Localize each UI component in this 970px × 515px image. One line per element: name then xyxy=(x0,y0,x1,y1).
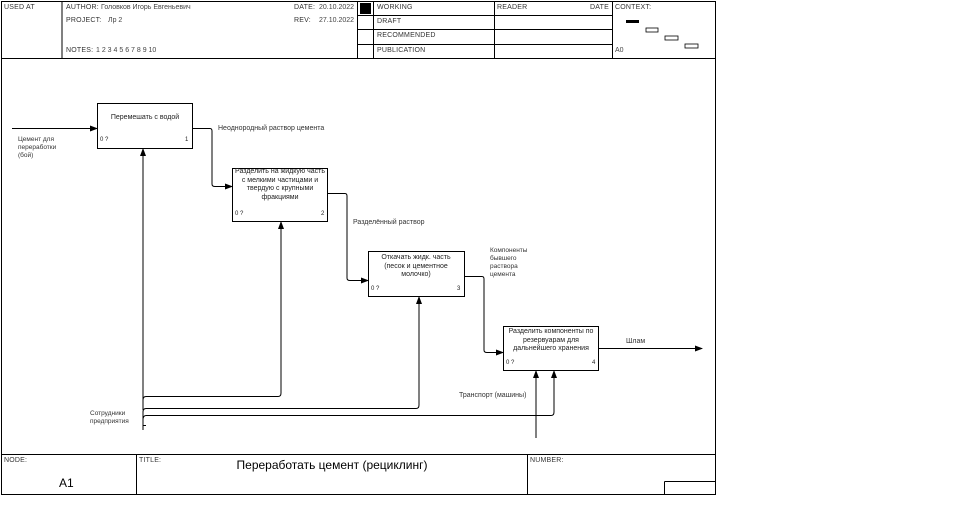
number-label: NUMBER: xyxy=(530,457,564,464)
title-label: TITLE: xyxy=(139,457,162,464)
arrow-2-3 xyxy=(328,193,369,284)
project-label: PROJECT: xyxy=(66,17,102,24)
arrow-1-2 xyxy=(193,128,233,190)
context-box-active xyxy=(626,20,639,23)
author-label: AUTHOR: xyxy=(66,4,99,11)
box-1-number: 1 xyxy=(185,137,189,143)
mech-staff-label: Сотрудники предприятия xyxy=(90,410,129,425)
author-value: Головков Игорь Евгеньевич xyxy=(101,4,191,11)
rev-value: 27.10.2022 xyxy=(319,17,355,24)
output-label: Шлам xyxy=(626,338,646,345)
used-at-label: USED AT xyxy=(4,4,35,11)
status-recommended: RECOMMENDED xyxy=(377,32,436,39)
input-label: Цемент для переработки (бой) xyxy=(18,136,57,159)
box-2-label: Разделить на жидкую часть с мелкими част… xyxy=(235,168,325,201)
activity-box-1 xyxy=(97,103,193,149)
notes-value: 1 2 3 4 5 6 7 8 9 10 xyxy=(96,47,157,54)
box-3-number: 3 xyxy=(457,286,461,292)
context-label: CONTEXT: xyxy=(615,4,652,11)
date-value: 20.10.2022 xyxy=(319,4,355,11)
node-value: A1 xyxy=(59,476,74,490)
notes-label: NOTES: xyxy=(66,47,94,54)
box-4-number: 4 xyxy=(592,360,596,366)
reader-date-label: DATE xyxy=(590,4,609,11)
rev-label: REV: xyxy=(294,17,311,24)
arrow-3-4 xyxy=(465,276,504,356)
box-4-cost: 0 ? xyxy=(506,360,515,366)
box-3-label: Откачать жидк. часть (песок и цементное … xyxy=(381,254,451,278)
box-1-cost: 0 ? xyxy=(100,137,109,143)
box-1-label: Перемешать с водой xyxy=(110,114,180,121)
arrow-1-2-label: Неоднородный раствор цемента xyxy=(218,125,325,132)
arrow-3-4-label: Компоненты бывшего раствора цемента xyxy=(490,247,528,278)
mech-transport-label: Транспорт (машины) xyxy=(459,392,527,399)
status-working: WORKING xyxy=(377,4,413,11)
box-2-number: 2 xyxy=(321,211,325,217)
box-4-label: Разделить компоненты по резервуарам для … xyxy=(508,328,594,352)
diagram-title: Переработать цемент (рециклинг) xyxy=(236,458,428,472)
arrow-2-3-label: Разделённый раствор xyxy=(353,219,425,226)
reader-label: READER xyxy=(497,4,528,11)
date-label: DATE: xyxy=(294,4,316,11)
status-draft: DRAFT xyxy=(377,18,402,25)
node-label: NODE: xyxy=(4,457,28,464)
context-node: A0 xyxy=(615,47,624,54)
box-3-cost: 0 ? xyxy=(371,286,380,292)
project-value: Лр 2 xyxy=(108,17,123,24)
box-2-cost: 0 ? xyxy=(235,211,244,217)
status-publication: PUBLICATION xyxy=(377,47,426,54)
